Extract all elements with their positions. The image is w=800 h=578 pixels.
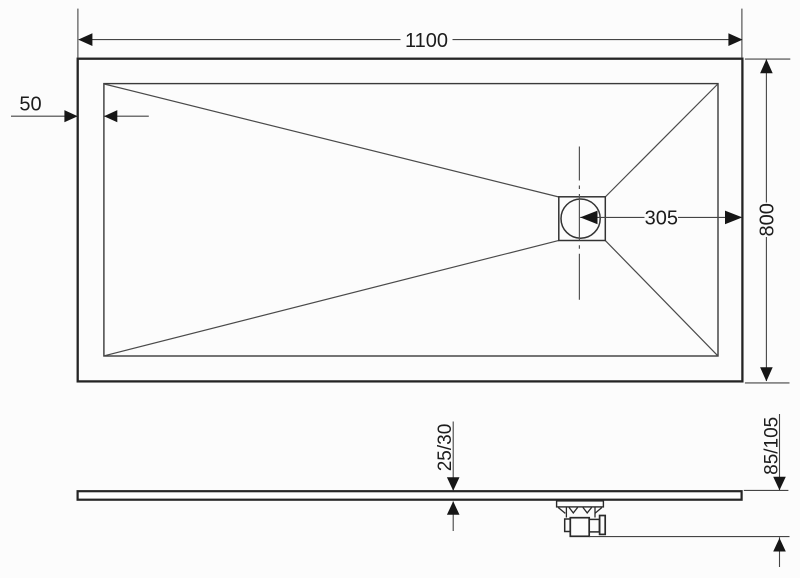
svg-text:50: 50 — [19, 93, 41, 115]
svg-text:25/30: 25/30 — [435, 424, 456, 472]
svg-text:1100: 1100 — [405, 30, 448, 52]
svg-text:800: 800 — [757, 203, 779, 236]
svg-text:305: 305 — [645, 208, 678, 230]
svg-text:85/105: 85/105 — [761, 417, 782, 475]
